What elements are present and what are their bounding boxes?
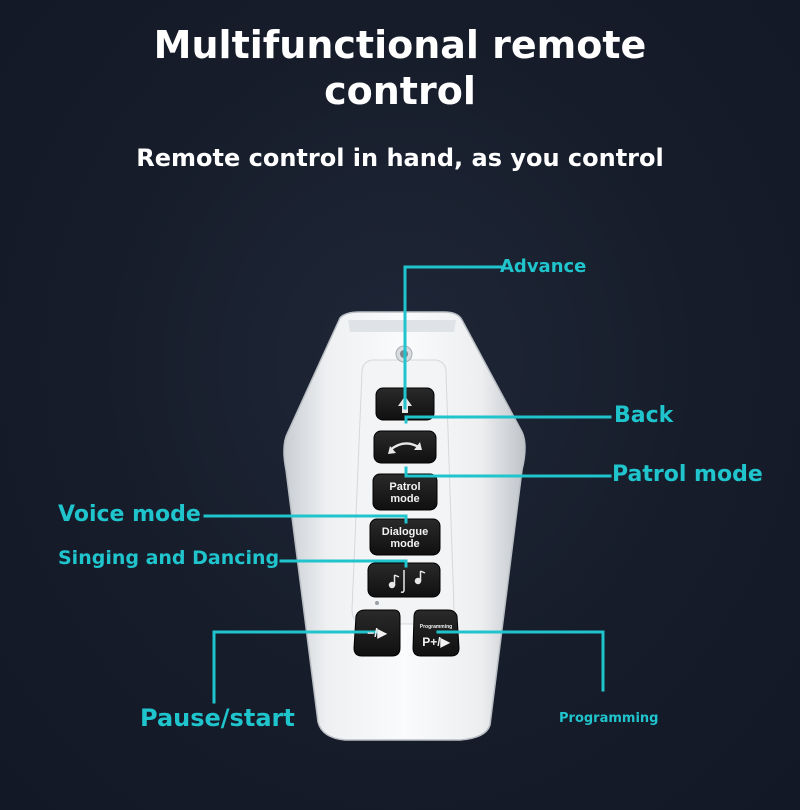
label-singing-dancing: Singing and Dancing — [58, 547, 280, 569]
music-button[interactable] — [367, 562, 441, 598]
label-pause-start: Pause/start — [140, 704, 295, 732]
dialogue-button-text: Dialogue mode — [370, 526, 440, 550]
label-advance: Advance — [500, 256, 587, 277]
rotate-arrows-icon — [388, 442, 422, 454]
patrol-button-line1: Patrol — [389, 481, 421, 493]
leader-lines — [203, 265, 612, 704]
page-subtitle: Remote control in hand, as you control — [136, 144, 664, 172]
dialogue-button-line1: Dialogue — [381, 526, 429, 538]
label-back: Back — [614, 403, 674, 428]
programming-button[interactable] — [412, 609, 460, 657]
remote-dot — [375, 601, 379, 605]
programming-button-main-text: P+/▶ — [422, 635, 450, 649]
dialogue-button-line2: mode — [390, 538, 420, 550]
music-notes-icon — [388, 570, 426, 593]
label-programming: Programming — [559, 711, 659, 726]
label-voice-mode: Voice mode — [58, 502, 201, 527]
back-button[interactable] — [373, 430, 437, 464]
title-line-1: Multifunctional remote — [153, 23, 647, 67]
title-line-2: control — [324, 69, 476, 113]
programming-button-small-text: Programming — [419, 624, 453, 630]
page-title: Multifunctional remote control — [0, 22, 800, 114]
patrol-button-line2: mode — [390, 493, 420, 505]
label-patrol-mode: Patrol mode — [612, 462, 763, 487]
remote-top-cap — [348, 320, 456, 332]
patrol-button-text: Patrol mode — [373, 481, 437, 505]
pause-button-text: −/▶ — [367, 626, 387, 640]
